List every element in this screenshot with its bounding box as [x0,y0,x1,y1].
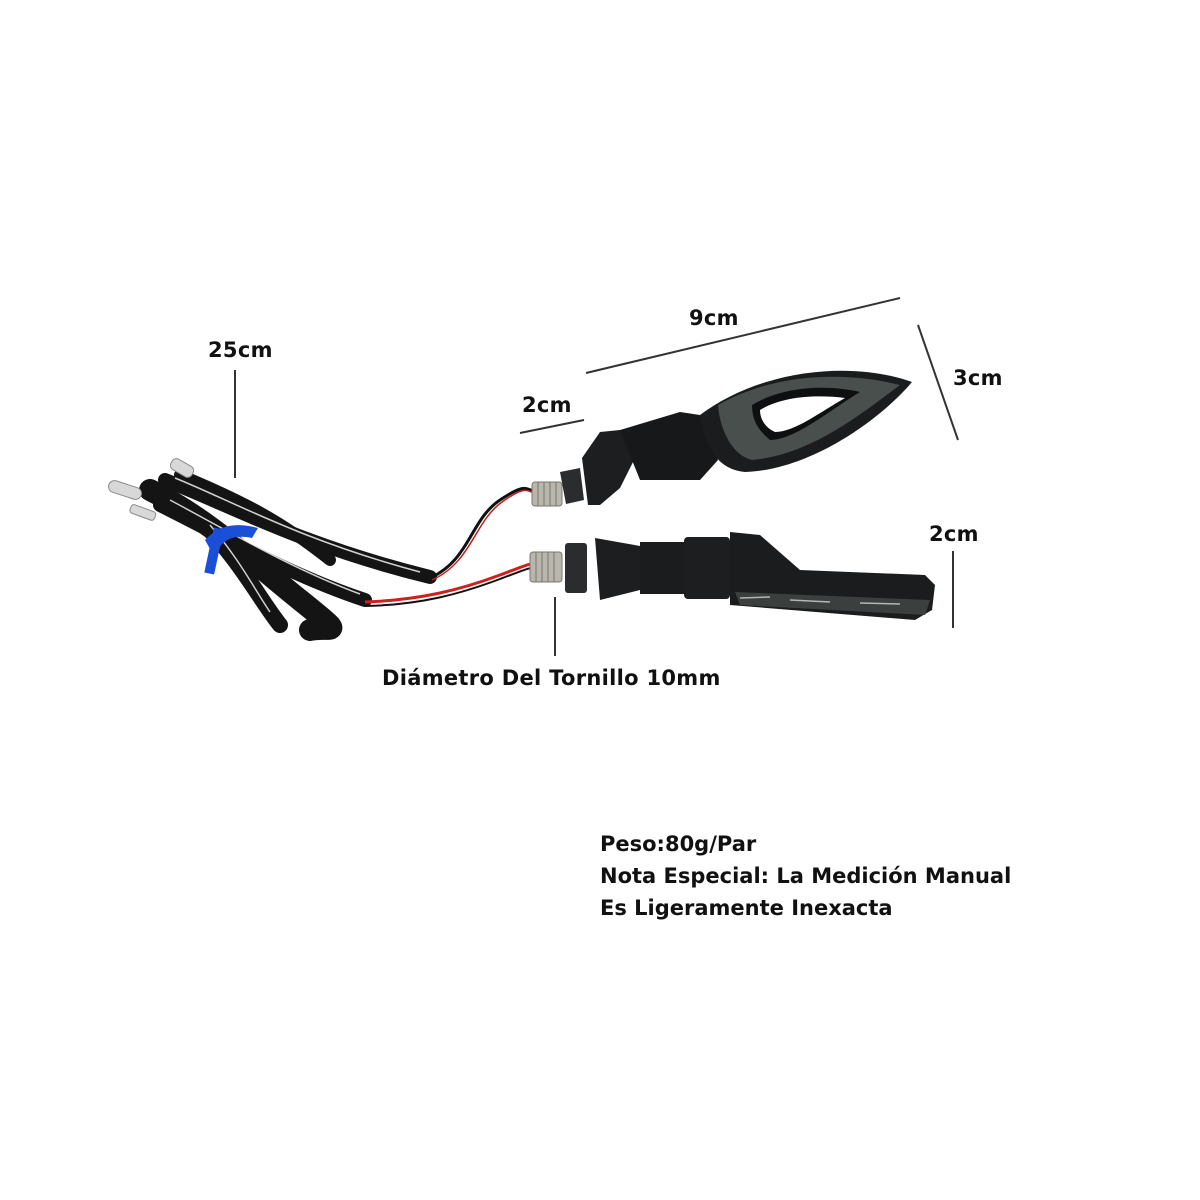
neck-length-line [519,419,585,434]
dimension-lines [234,297,959,656]
note-line-1: Nota Especial: La Medición Manual [600,864,1012,888]
product-notes: Peso:80g/Par Nota Especial: La Medición … [600,828,1011,924]
cable-length-label: 25cm [208,338,273,362]
weight-text: Peso:80g/Par [600,832,757,856]
head-height-label: 3cm [953,366,1003,390]
bolt-diameter-label: Diámetro Del Tornillo 10mm [382,666,721,690]
side-height-label: 2cm [929,522,979,546]
head-height-line [917,324,959,441]
body-length-label: 9cm [689,306,739,330]
indicator-teardrop [531,370,912,507]
body-length-line [585,297,901,374]
indicator-blade [529,532,935,620]
note-line-2: Es Ligeramente Inexacta [600,896,893,920]
neck-length-label: 2cm [522,393,572,417]
wire-bundle [108,458,541,641]
